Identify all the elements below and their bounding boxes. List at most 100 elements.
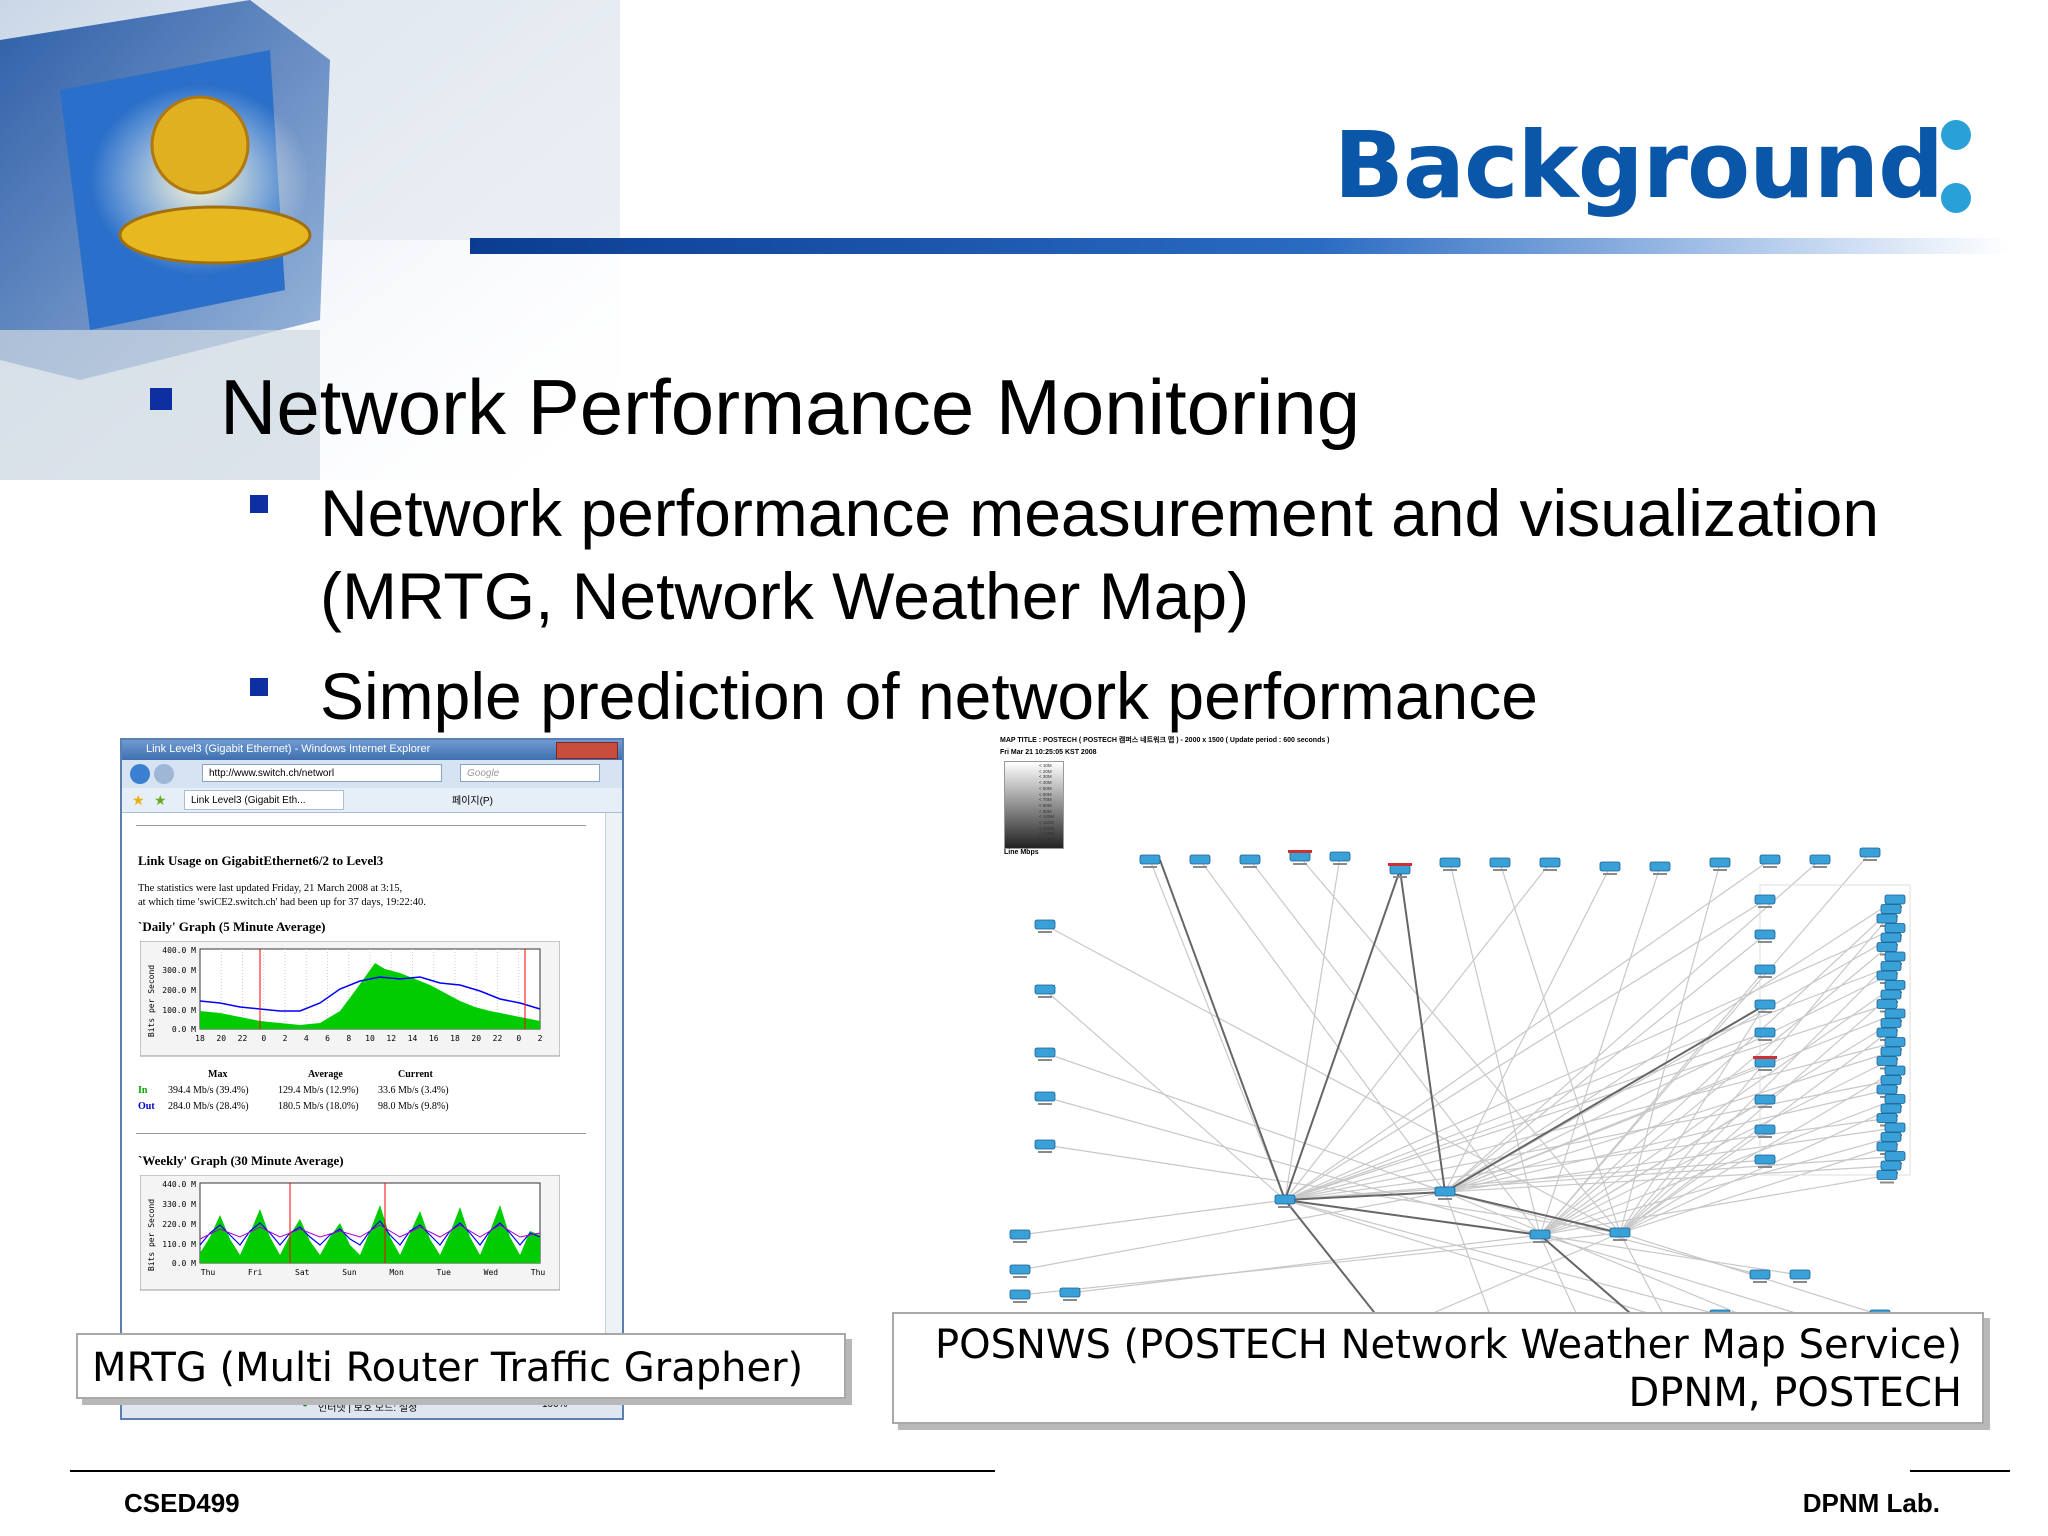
router-icon (1489, 857, 1511, 868)
map-link (1619, 994, 1892, 1234)
mrtg-caption-box: MRTG (Multi Router Traffic Grapher) (76, 1333, 846, 1399)
x-tick: 2 (538, 1034, 543, 1043)
router-icon (1059, 1287, 1081, 1298)
router-label (1013, 1276, 1027, 1278)
router-icon (1876, 1141, 1898, 1152)
router-icon (1884, 1122, 1906, 1133)
zoom-level[interactable]: 100% (542, 1399, 568, 1410)
favorites-star-icon[interactable]: ★ (132, 792, 145, 808)
network-map (1009, 847, 1911, 1378)
stats-cell: 33.6 Mb/s (3.4%) (378, 1085, 449, 1096)
router-label (1038, 1151, 1052, 1153)
map-link (1444, 1013, 1896, 1193)
legend-item: < 80M (1039, 802, 1052, 808)
bullet-marker (150, 388, 172, 410)
close-icon[interactable] (556, 742, 618, 759)
vertical-scrollbar[interactable] (605, 813, 622, 1393)
router-label (1880, 1181, 1894, 1184)
legend-item: < 30M (1039, 774, 1052, 780)
legend-item: < 70M (1039, 797, 1052, 803)
divider (136, 825, 586, 826)
url-input[interactable]: http://www.switch.ch/networl (202, 764, 442, 782)
router-icon (1034, 1047, 1056, 1058)
map-title: MAP TITLE : POSTECH ( POSTECH 캠퍼스 네트워크 맵… (1000, 737, 1330, 744)
weekly-graph-heading: `Weekly' Graph (30 Minute Average) (138, 1153, 344, 1168)
router-icon (1880, 1103, 1902, 1114)
map-link (1019, 1199, 1286, 1236)
posnws-caption: POSNWS (POSTECH Network Weather Map Serv… (934, 1322, 1962, 1368)
legend-item: < 40M (1039, 780, 1052, 786)
router-icon (1239, 854, 1261, 865)
bullet-level2: Network performance measurement and visu… (320, 476, 1880, 550)
x-tick: Thu (531, 1268, 546, 1277)
y-axis-label: Bits per Second (147, 1199, 156, 1271)
router-icon (1884, 1094, 1906, 1104)
divider (136, 1133, 586, 1134)
map-link (1619, 1004, 1766, 1234)
y-tick: 330.0 M (162, 1200, 196, 1209)
router-label (1193, 866, 1207, 868)
legend-item: < 100M (1039, 814, 1055, 820)
alert-marker (1288, 850, 1312, 853)
legend-item: < 10M (1039, 763, 1052, 768)
forward-icon[interactable] (154, 764, 174, 784)
map-link (1199, 859, 1446, 1193)
title-colon-icon (1941, 120, 1971, 213)
router-icon (1529, 1229, 1551, 1240)
router-label (1013, 1241, 1027, 1243)
tab-link-level3[interactable]: Link Level3 (Gigabit Eth... (184, 790, 344, 810)
x-tick: 4 (304, 1034, 309, 1043)
x-tick: 14 (408, 1034, 418, 1043)
title-underline (470, 238, 2010, 254)
daily-out-line (199, 976, 541, 1012)
bullet-level1: Network Performance Monitoring (220, 363, 1361, 451)
stats-cell: 98.0 Mb/s (9.8%) (378, 1101, 449, 1112)
footer-rule (70, 1470, 995, 1472)
x-tick: Sun (342, 1268, 357, 1277)
router-label (1243, 866, 1257, 868)
router-label (1863, 859, 1877, 861)
router-label (1758, 1069, 1772, 1071)
map-timestamp: Fri Mar 21 10:25:05 KST 2008 (1000, 749, 1097, 756)
router-label (1758, 1039, 1772, 1041)
router-label (1013, 1301, 1027, 1303)
router-icon (1329, 851, 1351, 862)
y-tick: 220.0 M (162, 1220, 196, 1229)
search-input[interactable]: Google (460, 764, 600, 782)
weekly-avg-line (199, 1224, 541, 1240)
router-icon (1884, 894, 1906, 905)
x-tick: Thu (201, 1268, 216, 1277)
map-link (1539, 909, 1892, 1236)
router-icon (1434, 1186, 1456, 1197)
router-label (1063, 1299, 1077, 1301)
add-favorite-icon[interactable]: ★ (154, 792, 167, 808)
map-link (1619, 1108, 1892, 1234)
page-menu[interactable]: 페이지(P) (452, 796, 493, 807)
map-link (1159, 859, 1286, 1201)
router-icon (1884, 923, 1906, 933)
map-links-heavy (1159, 859, 1766, 1371)
tab-bar: ★ ★ Link Level3 (Gigabit Eth... 페이지(P) (122, 788, 622, 813)
map-link (1019, 1232, 1621, 1296)
x-tick: 8 (346, 1034, 351, 1043)
status-text: 인터넷 | 보호 모드: 설정 (318, 1403, 418, 1414)
map-link (1444, 1191, 1761, 1276)
back-icon[interactable] (130, 764, 150, 784)
router-icon (1749, 1269, 1771, 1280)
router-label (1758, 1136, 1772, 1138)
router-label (1293, 863, 1307, 865)
x-tick: 16 (429, 1034, 439, 1043)
router-icon (1759, 854, 1781, 865)
router-icon (1876, 1056, 1898, 1066)
map-link (1044, 924, 1621, 1234)
router-icon (1884, 1151, 1906, 1161)
map-link (1284, 1199, 1721, 1316)
map-link (1619, 862, 1721, 1234)
router-label (1813, 866, 1827, 868)
y-axis-label: Bits per Second (147, 965, 156, 1037)
map-link (1539, 1234, 1801, 1276)
map-link (1539, 947, 1888, 1236)
router-label (1038, 996, 1052, 998)
router-icon (1754, 964, 1776, 975)
router-label (1758, 941, 1772, 943)
